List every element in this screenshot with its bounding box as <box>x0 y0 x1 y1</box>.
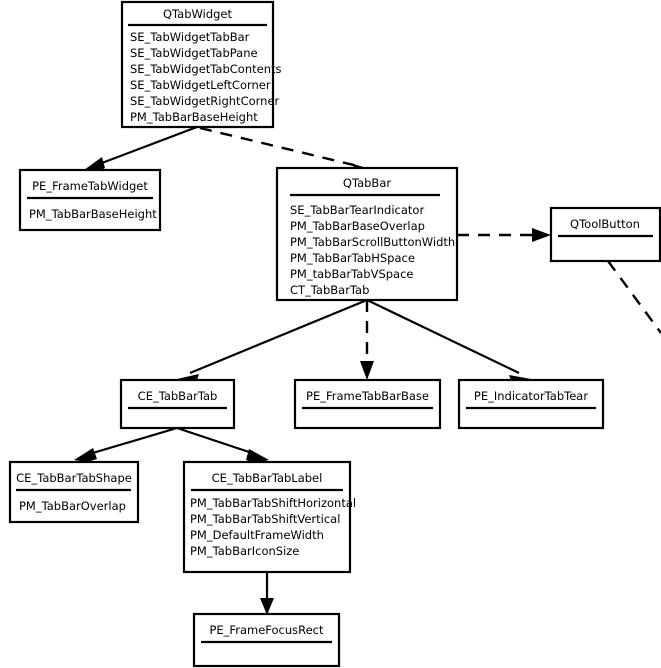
node-pe-framefocusrect[interactable]: PE_FrameFocusRect <box>192 612 341 668</box>
edge-ce-tabbartab-to-ce-tabbartabshape <box>74 426 178 462</box>
node-pe-framefocusrect-title: PE_FrameFocusRect <box>209 623 323 637</box>
node-ce-tabbartabshape-title: CE_TabBarTabShape <box>16 471 132 485</box>
node-qtabbar-member-2: PM_TabBarScrollButtonWidth <box>290 235 455 249</box>
node-qtabbar-title: QTabBar <box>343 176 391 190</box>
node-qtabbar-member-1: PM_TabBarBaseOverlap <box>290 219 425 233</box>
edge-qtabbar-to-qtoolbutton <box>457 228 551 242</box>
node-qtoolbutton-title: QToolButton <box>570 217 640 231</box>
node-qtabbar-member-5: CT_TabBarTab <box>290 283 369 297</box>
node-qtabwidget-member-1: SE_TabWidgetTabPane <box>130 46 258 60</box>
node-pe-frametabbarbase-title: PE_FrameTabBarBase <box>306 389 429 403</box>
node-qtabbar-member-4: PM_tabBarTabVSpace <box>290 267 414 281</box>
node-qtabbar-member-3: PM_TabBarTabHSpace <box>290 251 415 265</box>
node-qtabwidget-member-2: SE_TabWidgetTabContents <box>130 62 281 76</box>
edge-ce-tabbartablabel-to-pe-framefocusrect <box>260 572 274 615</box>
node-ce-tabbartablabel-member-1: PM_TabBarTabShiftVertical <box>190 512 340 526</box>
node-ce-tabbartab-title: CE_TabBarTab <box>138 389 218 403</box>
node-qtabwidget-member-3: SE_TabWidgetLeftCorner <box>130 78 271 92</box>
node-qtoolbutton[interactable]: QToolButton <box>549 206 661 263</box>
node-pe-indicatortabtear[interactable]: PE_IndicatorTabTear <box>457 378 605 430</box>
node-ce-tabbartab[interactable]: CE_TabBarTab <box>119 378 236 430</box>
node-ce-tabbartablabel-member-0: PM_TabBarTabShiftHorizontal <box>190 496 356 510</box>
node-qtabwidget-member-4: SE_TabWidgetRightCorner <box>130 94 280 108</box>
edge-qtabwidget-to-pe-frametabwidget <box>84 125 198 172</box>
node-qtabwidget-member-5: PM_TabBarBaseHeight <box>130 110 258 124</box>
node-qtabwidget[interactable]: QTabWidget SE_TabWidgetTabBar SE_TabWidg… <box>120 0 281 129</box>
edge-ce-tabbartab-to-ce-tabbartablabel <box>176 426 269 463</box>
node-qtabbar-member-0: SE_TabBarTearIndicator <box>290 203 424 217</box>
node-pe-frametabbarbase[interactable]: PE_FrameTabBarBase <box>293 378 442 430</box>
node-pe-frametabwidget-member-0: PM_TabBarBaseHeight <box>29 207 157 221</box>
node-qtabbar[interactable]: QTabBar SE_TabBarTearIndicator PM_TabBar… <box>275 166 459 302</box>
node-qtabwidget-member-0: SE_TabWidgetTabBar <box>130 30 250 44</box>
edge-qtabbar-to-pe-indicatortabtear <box>366 299 531 386</box>
node-ce-tabbartablabel-member-2: PM_DefaultFrameWidth <box>190 528 324 542</box>
node-layer: QTabWidget SE_TabWidgetTabBar SE_TabWidg… <box>8 0 661 668</box>
edge-qtabbar-to-ce-tabbartab <box>177 298 368 386</box>
node-pe-frametabwidget[interactable]: PE_FrameTabWidget PM_TabBarBaseHeight <box>18 168 162 232</box>
node-ce-tabbartabshape[interactable]: CE_TabBarTabShape PM_TabBarOverlap <box>8 460 140 524</box>
node-ce-tabbartablabel-title: CE_TabBarTabLabel <box>212 471 323 485</box>
edge-qtabbar-to-pe-frametabbarbase <box>360 300 374 380</box>
node-qtabwidget-title: QTabWidget <box>163 7 233 21</box>
node-ce-tabbartablabel[interactable]: CE_TabBarTabLabel PM_TabBarTabShiftHoriz… <box>182 460 356 574</box>
node-pe-frametabwidget-title: PE_FrameTabWidget <box>32 179 148 193</box>
edge-qtoolbutton-trailing <box>607 260 661 334</box>
node-pe-indicatortabtear-title: PE_IndicatorTabTear <box>474 389 588 403</box>
node-ce-tabbartablabel-member-3: PM_TabBarIconSize <box>190 544 299 558</box>
node-ce-tabbartabshape-member-0: PM_TabBarOverlap <box>19 499 126 513</box>
